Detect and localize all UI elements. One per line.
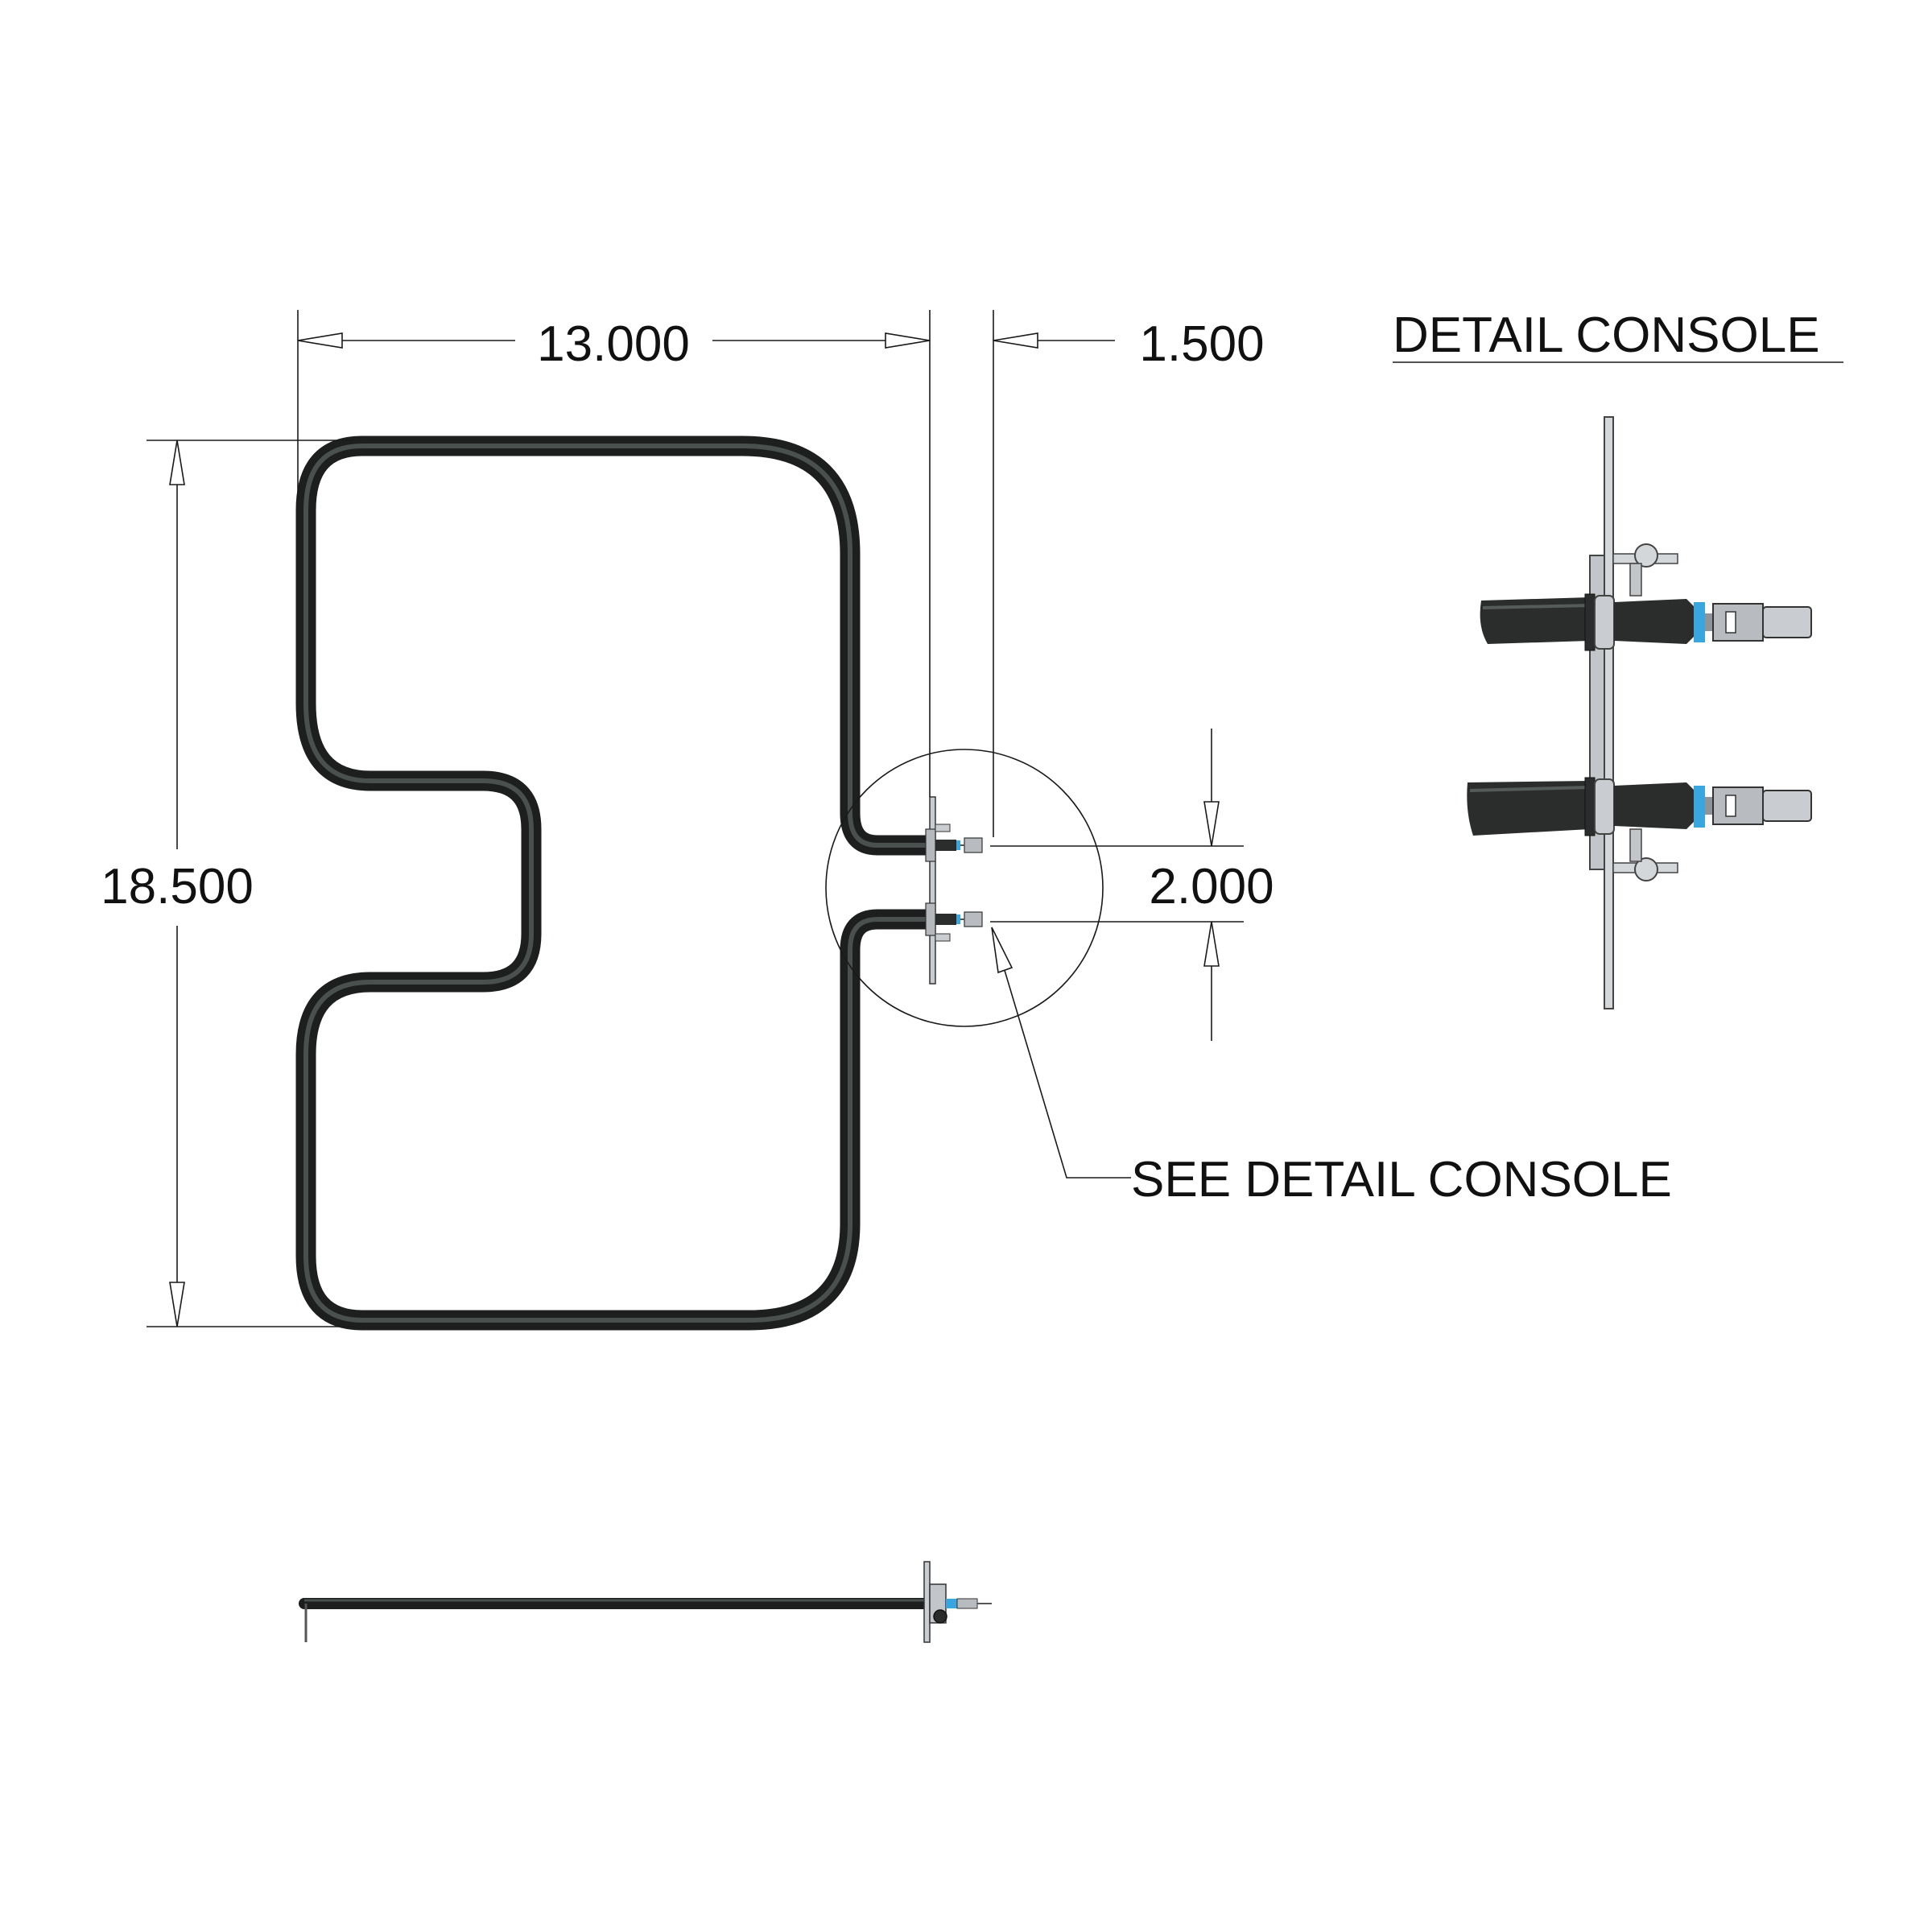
dimension-terminal-offset-label: 1.500 bbox=[1139, 316, 1264, 372]
callout-leader: SEE DETAIL CONSOLE bbox=[991, 927, 1672, 1208]
detail-terminal-upper bbox=[1480, 593, 1812, 651]
dimension-width-label: 13.000 bbox=[537, 316, 690, 372]
detail-mount-tab-bottom bbox=[1629, 828, 1658, 881]
detail-circle bbox=[825, 749, 1104, 1027]
detail-console: DETAIL CONSOLE bbox=[1393, 308, 1843, 1009]
heating-element-coil bbox=[295, 436, 934, 1331]
console-bracket-small bbox=[925, 796, 983, 985]
dimension-width: 13.000 bbox=[297, 310, 931, 797]
heating-element-coil-highlight bbox=[303, 444, 934, 1323]
heating-element-side-view bbox=[299, 1561, 992, 1643]
detail-title: DETAIL CONSOLE bbox=[1393, 308, 1820, 363]
callout-label: SEE DETAIL CONSOLE bbox=[1131, 1152, 1672, 1208]
detail-mounting-plate bbox=[1604, 416, 1614, 1009]
dimension-height: 18.500 bbox=[101, 440, 354, 1327]
dimension-terminal-spacing-label: 2.000 bbox=[1149, 859, 1274, 914]
detail-terminal-lower bbox=[1467, 777, 1812, 836]
detail-mount-tab-top bbox=[1629, 543, 1658, 597]
dimension-height-label: 18.500 bbox=[101, 859, 254, 914]
dimension-terminal-offset: 1.500 bbox=[993, 310, 1265, 837]
dimension-terminal-spacing: 2.000 bbox=[990, 729, 1274, 1041]
heating-element-top-view bbox=[295, 436, 1104, 1331]
